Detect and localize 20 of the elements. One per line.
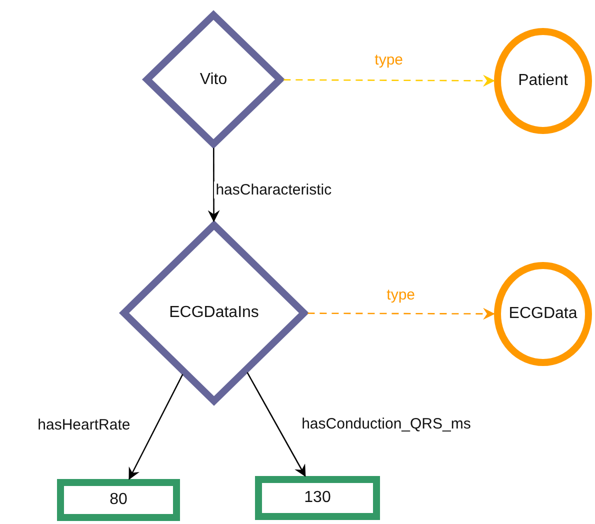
edge-label: type (372, 52, 405, 69)
node-label: ECGData (508, 305, 578, 323)
node-label: Patient (518, 72, 568, 90)
node-label: 80 (110, 491, 128, 509)
arrow (208, 148, 220, 222)
arrow (128, 374, 184, 480)
arrow (246, 372, 306, 477)
node-label: 130 (304, 489, 331, 507)
individual-diamond (120, 221, 308, 405)
class-circle (494, 28, 592, 134)
arrow (308, 308, 495, 320)
edge-label: hasCharacteristic (214, 181, 334, 198)
edge-label: hasConduction_QRS_ms (300, 416, 473, 433)
node-label: ECGDataIns (169, 304, 259, 322)
node-label: Vito (200, 70, 228, 88)
class-circle (494, 262, 592, 366)
value-box (57, 479, 180, 521)
arrow (284, 74, 495, 87)
individual-diamond (143, 11, 284, 148)
value-box (255, 476, 380, 520)
